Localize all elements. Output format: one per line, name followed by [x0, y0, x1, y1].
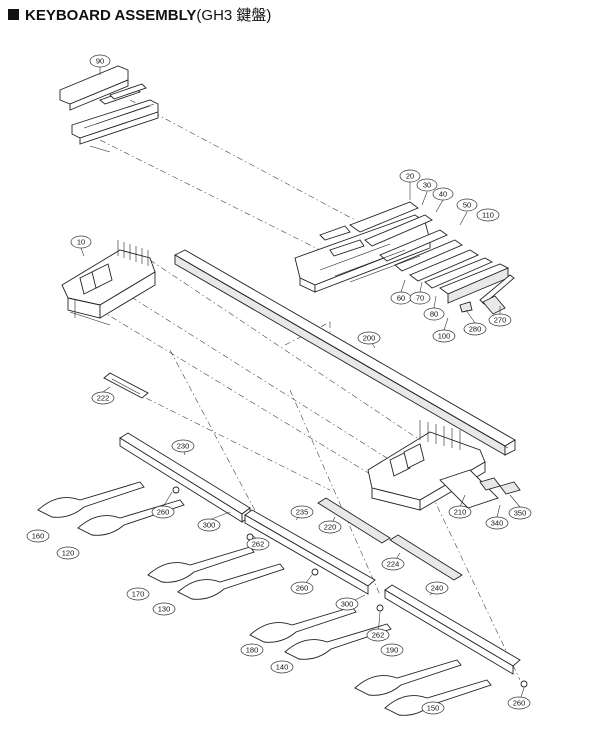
callout: 300	[197, 518, 221, 532]
callout: 130	[152, 602, 176, 616]
callout-label: 224	[387, 560, 400, 569]
callout-label: 140	[276, 663, 289, 672]
callout: 10	[70, 235, 92, 249]
title-main: KEYBOARD ASSEMBLY	[25, 7, 197, 24]
callout: 80	[423, 307, 445, 321]
part-220-strip	[317, 497, 391, 544]
callout-label: 170	[132, 590, 145, 599]
part-235-rail	[244, 509, 376, 595]
callout: 60	[390, 291, 412, 305]
callout-label: 100	[438, 332, 451, 341]
callout-label: 90	[96, 57, 104, 66]
callout-label: 350	[514, 509, 527, 518]
callout-label: 150	[427, 704, 440, 713]
callout: 170	[126, 587, 150, 601]
callout: 30	[416, 178, 438, 192]
page-title: KEYBOARD ASSEMBLY(GH3 鍵盤)	[8, 4, 271, 25]
callout-label: 30	[423, 181, 431, 190]
leader-lines	[80, 67, 525, 704]
callout-label: 200	[363, 334, 376, 343]
callout-label: 300	[341, 600, 354, 609]
callout-label: 240	[431, 584, 444, 593]
callout-label: 20	[406, 172, 414, 181]
callout: 240	[425, 581, 449, 595]
callout-label: 40	[439, 190, 447, 199]
part-10-frame-end	[61, 240, 156, 326]
callout-label: 80	[430, 310, 438, 319]
callout: 230	[171, 439, 195, 453]
callout: 120	[56, 546, 80, 560]
part-224-strip	[389, 534, 463, 581]
callout: 140	[270, 660, 294, 674]
callout-label: 160	[32, 532, 45, 541]
callout: 262	[246, 537, 270, 551]
callout-label: 222	[97, 394, 110, 403]
callout: 190	[380, 643, 404, 657]
callout-label: 340	[491, 519, 504, 528]
callout: 90	[89, 54, 111, 68]
callout-label: 230	[177, 442, 190, 451]
callout: 200	[357, 331, 381, 345]
callout: 50	[456, 198, 478, 212]
callout: 280	[463, 322, 487, 336]
callout: 235	[290, 505, 314, 519]
callout: 260	[507, 696, 531, 710]
callout: 220	[318, 520, 342, 534]
keys-block-20-110	[294, 201, 515, 313]
callout-label: 262	[252, 540, 265, 549]
callout-label: 130	[158, 605, 171, 614]
callout-label: 235	[296, 508, 309, 517]
callout-label: 60	[397, 294, 405, 303]
part-240-rail	[384, 584, 521, 675]
callout-label: 110	[482, 211, 494, 220]
callout: 260	[290, 581, 314, 595]
callout-label: 70	[416, 294, 424, 303]
callout-label: 210	[454, 508, 467, 517]
callout: 150	[421, 701, 445, 715]
callout-label: 260	[296, 584, 309, 593]
callout-label: 280	[469, 325, 482, 334]
assembly-guide-lines	[99, 99, 521, 681]
screws	[172, 295, 528, 688]
callout: 300	[335, 597, 359, 611]
callout-label: 180	[246, 646, 259, 655]
callout: 100	[432, 329, 456, 343]
callout: 180	[240, 643, 264, 657]
square-bullet-icon	[8, 9, 19, 20]
callout: 160	[26, 529, 50, 543]
callout: 110	[476, 208, 500, 222]
callout-label: 260	[513, 699, 526, 708]
callout-label: 220	[324, 523, 337, 532]
callout-label: 120	[62, 549, 75, 558]
part-230-rail	[119, 432, 251, 523]
callout-label: 262	[372, 631, 385, 640]
callout: 210	[448, 505, 472, 519]
callout-label: 50	[463, 201, 471, 210]
callout: 20	[399, 169, 421, 183]
callout: 40	[432, 187, 454, 201]
callout: 260	[151, 505, 175, 519]
callout-label: 300	[203, 521, 216, 530]
callout: 340	[485, 516, 509, 530]
callout: 70	[409, 291, 431, 305]
callout: 222	[91, 391, 115, 405]
callout-label: 190	[386, 646, 399, 655]
title-sub: (GH3 鍵盤)	[196, 7, 272, 24]
callout: 270	[488, 313, 512, 327]
part-222-strip	[103, 372, 149, 399]
part-90-keys	[59, 65, 159, 153]
callout-label: 270	[494, 316, 507, 325]
callout-label: 260	[157, 508, 170, 517]
callout: 350	[508, 506, 532, 520]
callout-label: 10	[77, 238, 85, 247]
callout: 262	[366, 628, 390, 642]
callout: 224	[381, 557, 405, 571]
part-210-frame-end	[367, 420, 521, 511]
part-200-rail	[174, 249, 516, 456]
